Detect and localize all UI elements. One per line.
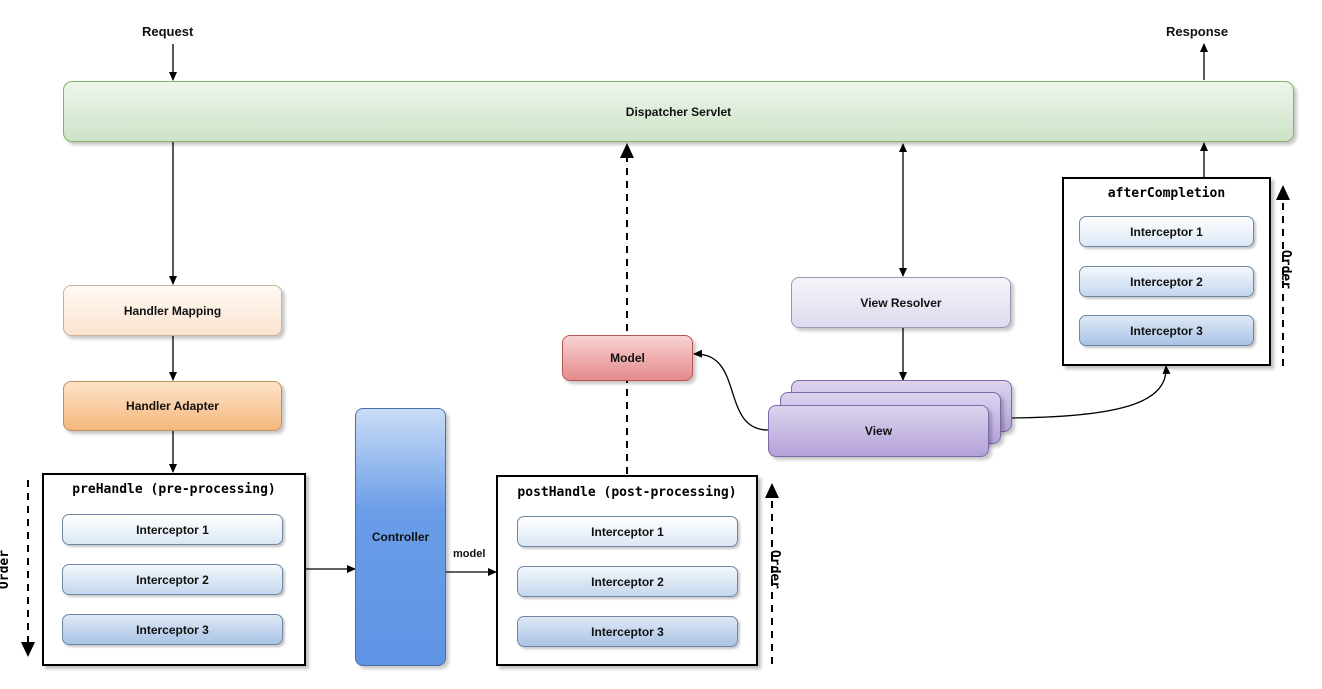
model-label: Model	[610, 351, 645, 365]
aftercompletion-interceptor-3-label: Interceptor 3	[1130, 323, 1203, 338]
aftercompletion-order-label: Order	[1277, 249, 1293, 290]
handler-mapping-node: Handler Mapping	[63, 285, 282, 336]
response-label: Response	[1166, 24, 1229, 39]
view-resolver-node: View Resolver	[791, 277, 1011, 328]
posthandle-interceptor-1: Interceptor 1	[517, 516, 738, 547]
aftercompletion-interceptor-2-label: Interceptor 2	[1130, 274, 1203, 289]
posthandle-interceptor-2-label: Interceptor 2	[591, 574, 664, 589]
dispatcher-dashed-arrowhead	[620, 143, 634, 158]
posthandle-interceptor-3: Interceptor 3	[517, 616, 738, 647]
dispatcher-servlet-node: Dispatcher Servlet	[63, 81, 1294, 142]
posthandle-interceptor-3-label: Interceptor 3	[591, 624, 664, 639]
prehandle-order-label: Order	[0, 549, 12, 590]
aftercompletion-interceptor-1-label: Interceptor 1	[1130, 224, 1203, 239]
handler-mapping-label: Handler Mapping	[123, 303, 222, 318]
prehandle-title: preHandle (pre-processing)	[72, 482, 276, 497]
aftercompletion-interceptor-2: Interceptor 2	[1079, 266, 1254, 297]
dispatcher-servlet-label: Dispatcher Servlet	[625, 104, 732, 119]
view-node: View	[768, 405, 989, 457]
prehandle-interceptor-2-label: Interceptor 2	[136, 572, 209, 587]
prehandle-interceptor-1: Interceptor 1	[62, 514, 283, 545]
prehandle-interceptor-2: Interceptor 2	[62, 564, 283, 595]
prehandle-interceptor-3: Interceptor 3	[62, 614, 283, 645]
aftercompletion-order-arrowhead	[1276, 185, 1290, 200]
posthandle-interceptor-1-label: Interceptor 1	[591, 524, 664, 539]
view-to-model-curve	[693, 349, 769, 431]
prehandle-interceptor-1-label: Interceptor 1	[136, 522, 209, 537]
prehandle-order-arrowhead	[21, 642, 35, 657]
model-node: Model	[562, 335, 693, 381]
view-label: View	[864, 424, 893, 438]
prehandle-interceptor-3-label: Interceptor 3	[136, 622, 209, 637]
handler-adapter-label: Handler Adapter	[126, 399, 219, 413]
request-label: Request	[142, 24, 194, 39]
model-edge-label: model	[453, 548, 486, 560]
posthandle-title: postHandle (post-processing)	[517, 485, 737, 500]
view-resolver-label: View Resolver	[860, 295, 942, 310]
aftercompletion-interceptor-3: Interceptor 3	[1079, 315, 1254, 346]
view-aftercompletion-curve	[999, 365, 1171, 422]
posthandle-interceptor-2: Interceptor 2	[517, 566, 738, 597]
controller-label: Controller	[371, 530, 430, 544]
posthandle-order-label: Order	[766, 549, 782, 590]
aftercompletion-title: afterCompletion	[1107, 186, 1226, 201]
aftercompletion-interceptor-1: Interceptor 1	[1079, 216, 1254, 247]
posthandle-order-arrowhead	[765, 483, 779, 498]
controller-node: Controller	[355, 408, 446, 666]
handler-adapter-node: Handler Adapter	[63, 381, 282, 431]
